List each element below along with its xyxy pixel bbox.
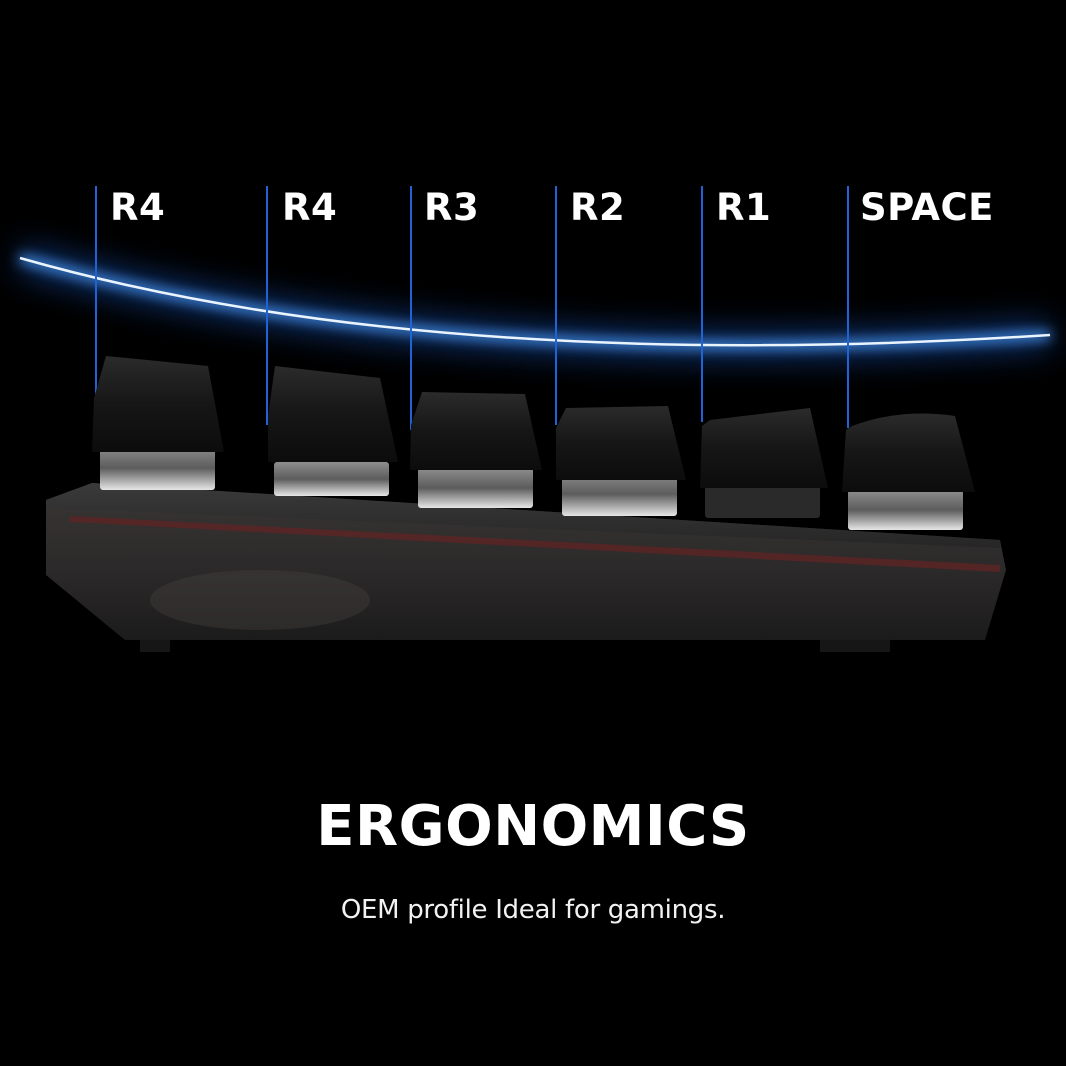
keycap-r4-a bbox=[92, 356, 224, 452]
keycap-r1 bbox=[700, 408, 828, 488]
row-guide-lines bbox=[95, 186, 849, 430]
row-label-space: SPACE bbox=[860, 186, 994, 229]
ergonomic-curve bbox=[16, 245, 1051, 359]
keycap-space bbox=[842, 413, 975, 492]
keyboard-case bbox=[46, 483, 1006, 652]
keycaps bbox=[92, 356, 975, 492]
headline: ERGONOMICS bbox=[316, 794, 750, 859]
row-label-r4-a: R4 bbox=[110, 186, 166, 229]
row-label-r2: R2 bbox=[570, 186, 626, 229]
row-label-r3: R3 bbox=[424, 186, 480, 229]
keycap-r3 bbox=[410, 392, 542, 470]
tagline: OEM profile Ideal for gamings. bbox=[340, 895, 726, 925]
keycap-r2 bbox=[556, 406, 686, 480]
keyboard-side-profile-illustration bbox=[16, 186, 1051, 652]
keycap-r4-b bbox=[268, 366, 398, 462]
row-label-r1: R1 bbox=[716, 186, 772, 229]
row-label-r4-b: R4 bbox=[282, 186, 338, 229]
